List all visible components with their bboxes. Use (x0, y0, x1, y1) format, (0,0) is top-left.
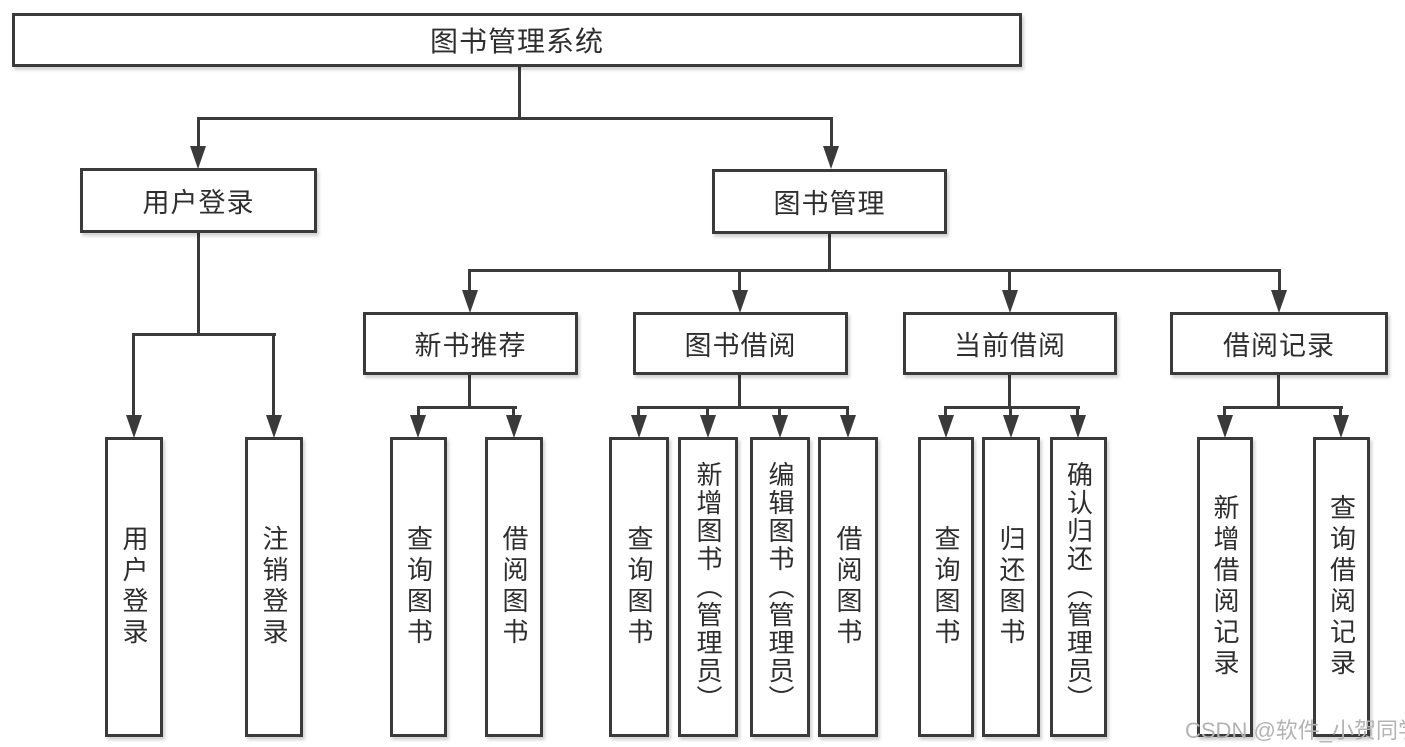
arrowhead-nb-borrow (506, 415, 522, 438)
connector-drop-br-add (1223, 406, 1226, 417)
connector-drop-bb-borrow (846, 406, 849, 417)
leaf-logout-label: 注销登录 (259, 525, 289, 649)
connector-drop-nb-query (417, 406, 420, 417)
leaf-nb-query-books: 查询图书 (390, 437, 447, 737)
leaf-cb-return-books: 归还图书 (982, 437, 1040, 737)
node-new-books: 新书推荐 (363, 312, 578, 375)
arrowhead-new-books (462, 290, 478, 313)
node-current-borrow-label: 当前借阅 (954, 331, 1066, 361)
arrowhead-cb-return (1003, 415, 1019, 438)
node-user-login-label: 用户登录 (142, 188, 255, 218)
leaf-nb-borrow-books: 借阅图书 (485, 437, 543, 737)
leaf-nb-borrow-books-label: 借阅图书 (499, 525, 529, 649)
connector-drop-book-mgmt (830, 117, 833, 149)
leaf-br-add-record-label: 新增借阅记录 (1210, 494, 1240, 680)
connector-drop-borrow-records (1278, 269, 1281, 291)
node-root-label: 图书管理系统 (429, 26, 604, 57)
connector-drop-user-login (197, 117, 200, 149)
arrowhead-borrow-records (1271, 290, 1287, 313)
leaf-bb-borrow-books-label: 借阅图书 (833, 525, 863, 649)
connector-drop-cb-query (944, 406, 947, 417)
connector-current-borrow-stem (1008, 375, 1011, 409)
arrowhead-book-borrow (732, 290, 748, 313)
leaf-user-login: 用户登录 (105, 437, 163, 737)
connector-book-borrow-stem (738, 375, 741, 409)
node-user-login: 用户登录 (80, 168, 317, 233)
leaf-bb-query-books: 查询图书 (609, 437, 669, 737)
leaf-cb-return-books-label: 归还图书 (996, 525, 1026, 649)
connector-book-mgmt-bar (468, 269, 1281, 272)
connector-drop-br-query (1339, 406, 1342, 417)
connector-drop-bb-query (637, 406, 640, 417)
leaf-cb-confirm-return-label: 确认归还（管理员） (1063, 461, 1094, 713)
connector-drop-ul-login (132, 333, 135, 417)
connector-drop-new-books (468, 269, 471, 291)
connector-borrow-records-bar (1223, 406, 1343, 409)
connector-drop-current-borrow (1008, 269, 1011, 291)
node-current-borrow: 当前借阅 (903, 312, 1117, 375)
connector-current-borrow-bar (944, 406, 1080, 409)
connector-new-books-stem (468, 375, 471, 409)
node-borrow-records-label: 借阅记录 (1223, 331, 1335, 361)
leaf-br-query-record: 查询借阅记录 (1313, 437, 1370, 737)
connector-user-login-stem (197, 233, 200, 335)
arrowhead-bb-add (700, 415, 716, 438)
leaf-bb-query-books-label: 查询图书 (624, 525, 654, 649)
arrowhead-br-query (1333, 415, 1349, 438)
arrowhead-cb-query (938, 415, 954, 438)
connector-drop-ul-logout (272, 333, 275, 417)
leaf-bb-edit-books-label: 编辑图书（管理员） (765, 461, 795, 713)
arrowhead-bb-edit (772, 415, 788, 438)
arrowhead-current-borrow (1002, 290, 1018, 313)
leaf-bb-add-books: 新增图书（管理员） (678, 437, 738, 737)
node-book-borrow-label: 图书借阅 (684, 331, 797, 361)
arrowhead-book-mgmt (823, 146, 839, 169)
leaf-logout: 注销登录 (245, 437, 303, 737)
connector-user-login-bar (132, 333, 276, 336)
node-book-mgmt-label: 图书管理 (773, 189, 886, 219)
arrowhead-cb-confirm (1070, 415, 1086, 438)
connector-new-books-bar (417, 406, 517, 409)
leaf-cb-query-books-label: 查询图书 (931, 525, 961, 649)
connector-book-mgmt-stem (828, 234, 831, 272)
connector-drop-book-borrow (738, 269, 741, 291)
connector-drop-bb-add (706, 406, 709, 417)
connector-drop-bb-edit (778, 406, 781, 417)
watermark: CSDN @软件_小贺同学 (1185, 718, 1405, 743)
connector-root-bar (197, 117, 833, 120)
arrowhead-bb-borrow (840, 415, 856, 438)
leaf-bb-edit-books: 编辑图书（管理员） (750, 437, 810, 737)
leaf-br-add-record: 新增借阅记录 (1197, 437, 1253, 737)
connector-borrow-records-stem (1277, 375, 1280, 409)
node-new-books-label: 新书推荐 (414, 331, 527, 361)
arrowhead-bb-query (631, 415, 647, 438)
connector-drop-nb-borrow (512, 406, 515, 417)
node-borrow-records: 借阅记录 (1170, 312, 1388, 375)
arrowhead-user-login (190, 146, 206, 169)
leaf-bb-borrow-books: 借阅图书 (818, 437, 878, 737)
connector-drop-cb-return (1009, 406, 1012, 417)
leaf-user-login-label: 用户登录 (119, 525, 149, 649)
arrowhead-ul-logout (266, 415, 282, 438)
arrowhead-nb-query (410, 415, 426, 438)
leaf-cb-confirm-return: 确认归还（管理员） (1050, 437, 1107, 737)
leaf-br-query-record-label: 查询借阅记录 (1326, 494, 1357, 680)
connector-root-stem (518, 67, 521, 119)
node-book-borrow: 图书借阅 (633, 312, 848, 375)
leaf-cb-query-books: 查询图书 (918, 437, 974, 737)
leaf-bb-add-books-label: 新增图书（管理员） (693, 461, 723, 713)
node-book-mgmt: 图书管理 (712, 169, 947, 234)
connector-book-borrow-bar (637, 406, 849, 409)
connector-drop-cb-confirm (1076, 406, 1079, 417)
node-root: 图书管理系统 (12, 13, 1022, 67)
leaf-nb-query-books-label: 查询图书 (403, 525, 434, 649)
arrowhead-ul-login (126, 415, 142, 438)
arrowhead-br-add (1217, 415, 1233, 438)
